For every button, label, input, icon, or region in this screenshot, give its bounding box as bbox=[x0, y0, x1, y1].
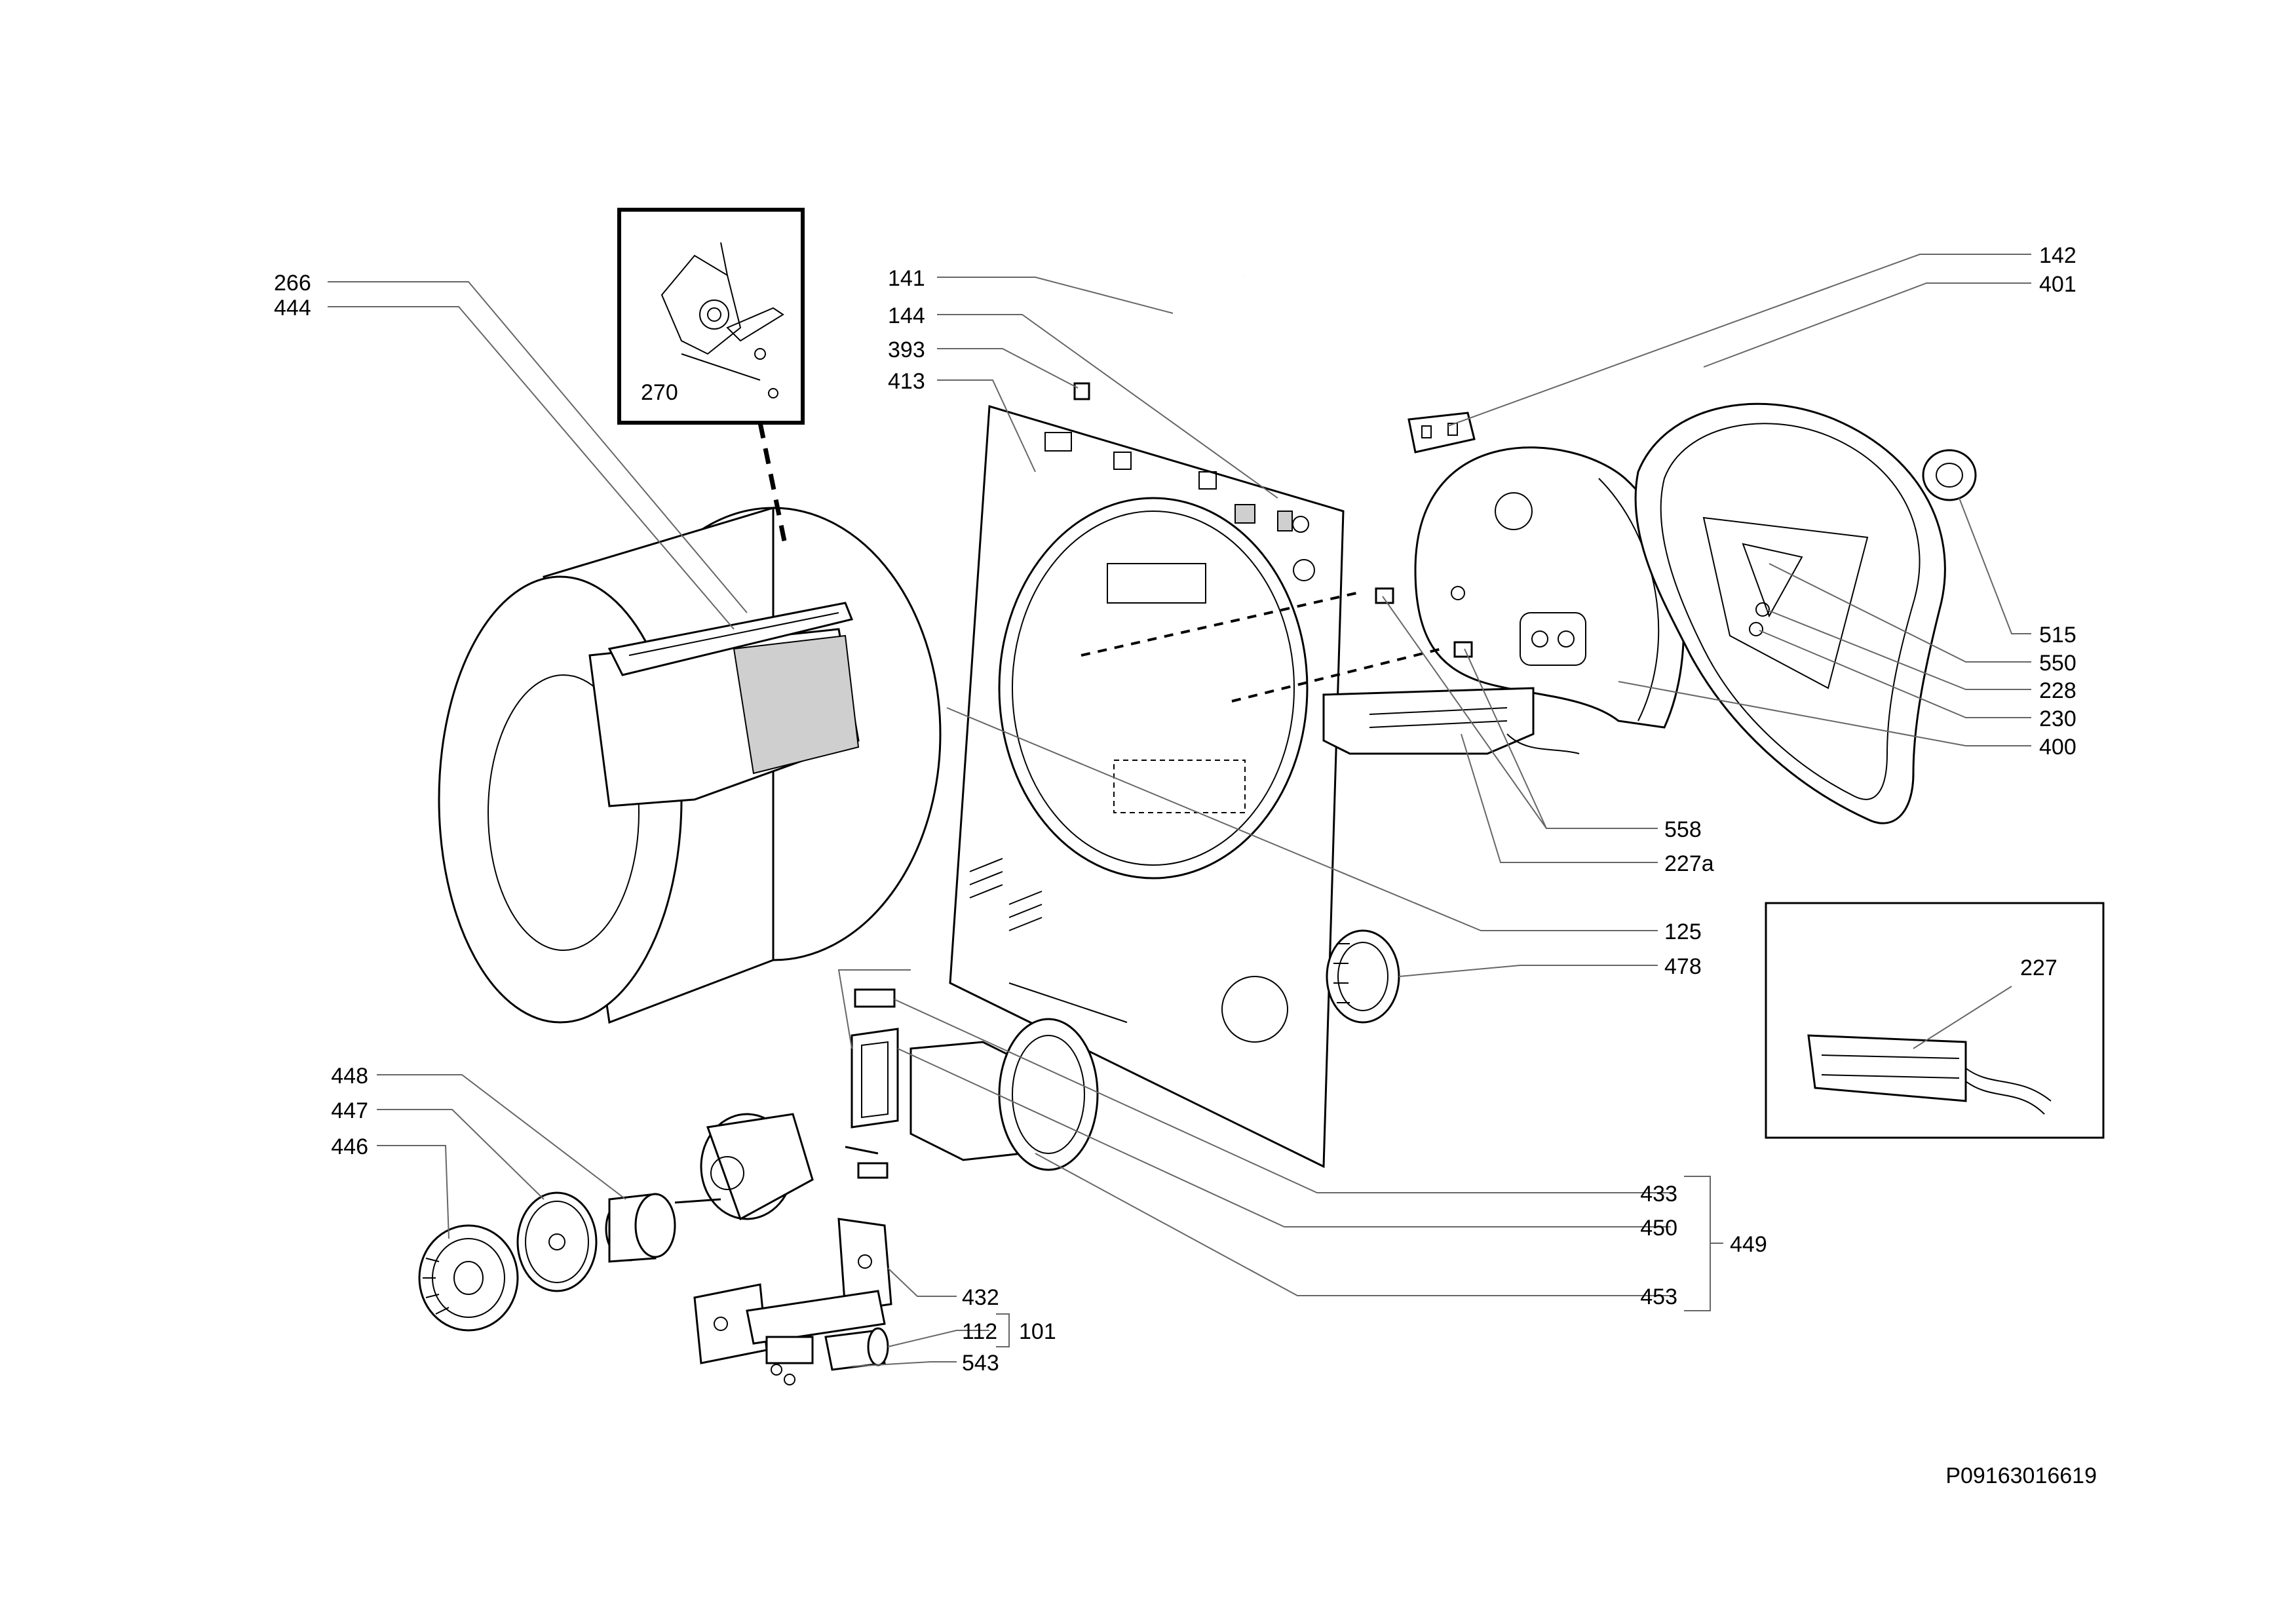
inset-270 bbox=[617, 208, 805, 425]
drum-support-401 bbox=[1634, 402, 1946, 824]
clip-558-b bbox=[1453, 641, 1473, 658]
fan-446 bbox=[418, 1224, 519, 1332]
callout-401: 401 bbox=[2039, 272, 2076, 297]
leader-lines bbox=[328, 254, 2031, 1367]
callout-478: 478 bbox=[1664, 954, 1702, 979]
bearing-515 bbox=[1922, 449, 1977, 501]
callout-558: 558 bbox=[1664, 817, 1702, 842]
drum-part bbox=[438, 506, 942, 1024]
callout-142: 142 bbox=[2039, 243, 2076, 268]
callout-453: 453 bbox=[1640, 1284, 1677, 1309]
callout-141: 141 bbox=[888, 266, 925, 291]
callout-227a: 227a bbox=[1664, 851, 1714, 876]
callout-433: 433 bbox=[1640, 1182, 1677, 1207]
inset-227 bbox=[1765, 902, 2105, 1139]
capacitor-112 bbox=[765, 1327, 889, 1385]
callout-543: 543 bbox=[962, 1351, 999, 1376]
alignment-dash-1 bbox=[1081, 592, 1357, 657]
clip-393 bbox=[1073, 382, 1090, 400]
front-panel-part bbox=[949, 405, 1345, 1168]
callout-515: 515 bbox=[2039, 623, 2076, 647]
inset-270-connector bbox=[757, 422, 789, 551]
callout-393: 393 bbox=[888, 338, 925, 362]
callout-266: 266 bbox=[274, 271, 311, 296]
pulley-448 bbox=[605, 1193, 676, 1263]
connector-142 bbox=[1407, 412, 1476, 454]
callout-449: 449 bbox=[1730, 1232, 1767, 1257]
callout-230: 230 bbox=[2039, 706, 2076, 731]
callout-125: 125 bbox=[1664, 919, 1702, 944]
callout-447: 447 bbox=[331, 1098, 368, 1123]
alignment-dash-2 bbox=[1231, 647, 1442, 703]
callout-112: 112 bbox=[962, 1319, 997, 1344]
callout-450: 450 bbox=[1640, 1216, 1677, 1241]
callout-432: 432 bbox=[962, 1285, 999, 1310]
motor-assembly bbox=[674, 988, 1099, 1221]
callout-270: 270 bbox=[641, 380, 678, 405]
callouts: 266 444 270 141 144 393 413 142 401 515 … bbox=[274, 243, 2097, 1488]
heater-bracket-227a bbox=[1322, 687, 1580, 755]
callout-227: 227 bbox=[2020, 956, 2057, 980]
clip-558-a bbox=[1375, 587, 1394, 604]
callout-550: 550 bbox=[2039, 651, 2076, 676]
callout-448: 448 bbox=[331, 1064, 368, 1089]
callout-144: 144 bbox=[888, 303, 925, 328]
drawing-code: P09163016619 bbox=[1945, 1463, 2097, 1488]
callout-101: 101 bbox=[1019, 1319, 1056, 1344]
fan-478 bbox=[1326, 929, 1400, 1024]
callout-444: 444 bbox=[274, 296, 311, 320]
callout-228: 228 bbox=[2039, 678, 2076, 703]
callout-400: 400 bbox=[2039, 735, 2076, 760]
callout-446: 446 bbox=[331, 1134, 368, 1159]
disc-447 bbox=[516, 1191, 598, 1292]
callout-413: 413 bbox=[888, 369, 925, 394]
bracket-432 bbox=[693, 1218, 892, 1364]
